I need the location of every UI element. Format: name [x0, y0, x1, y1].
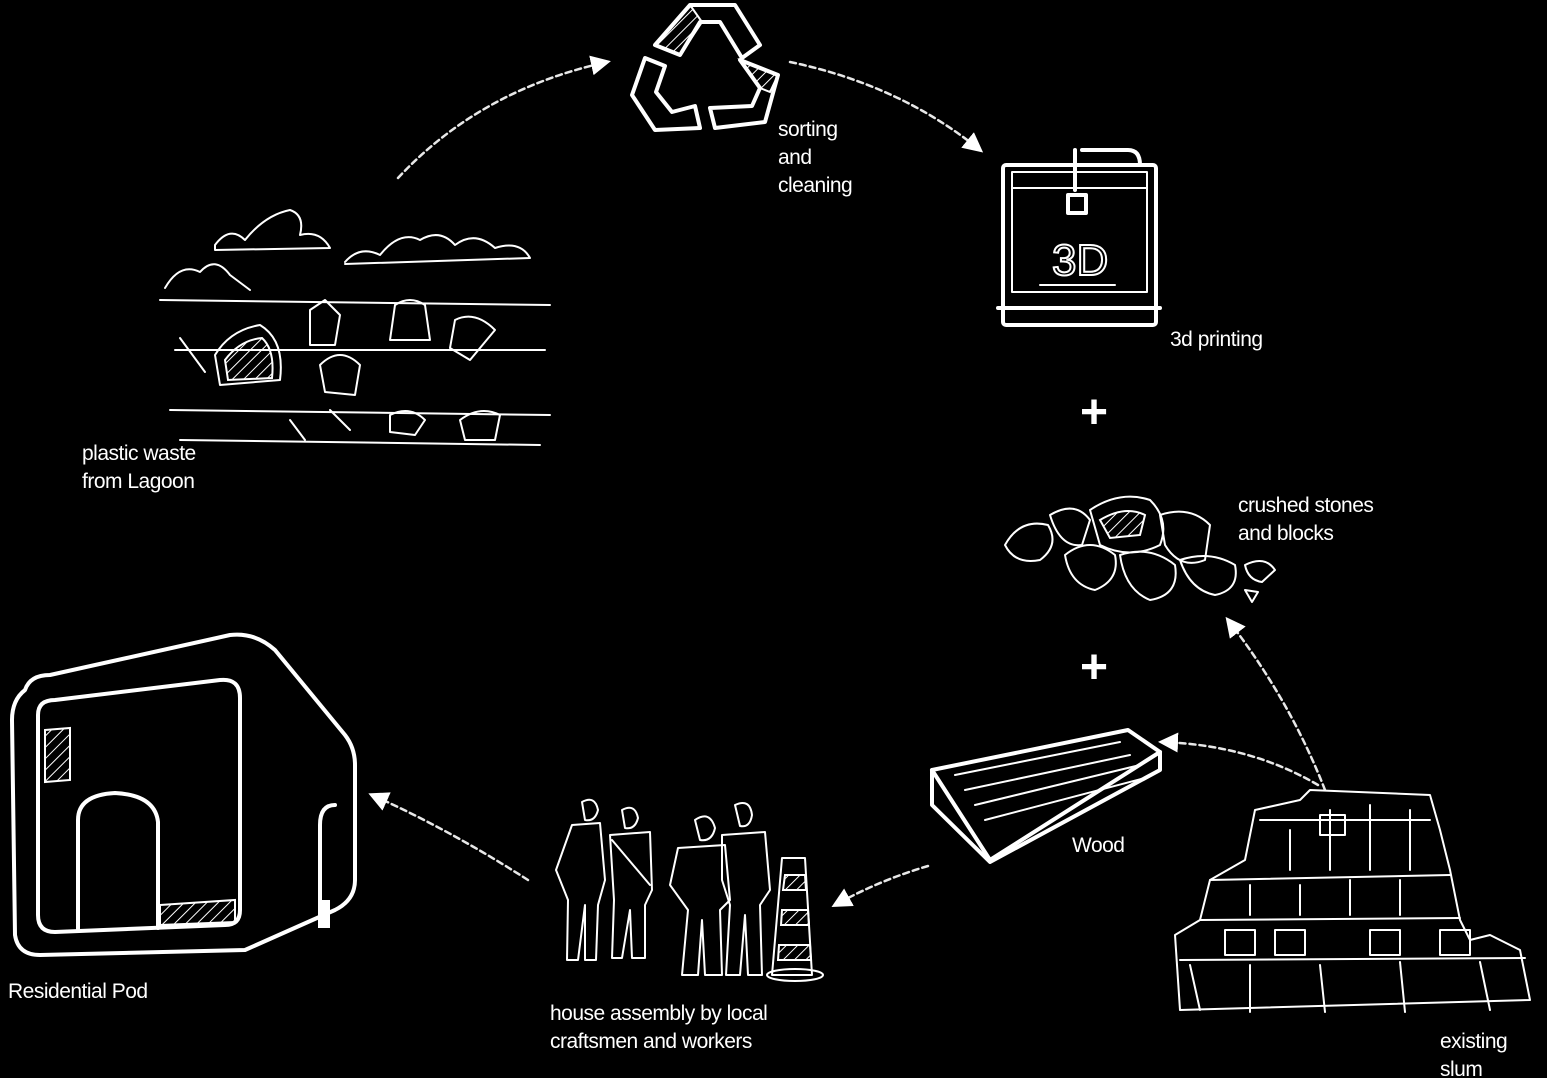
recycle-icon: [632, 5, 778, 130]
label-3d-printing: 3d printing: [1170, 326, 1263, 354]
label-existing-slum: existing slum: [1440, 1028, 1507, 1078]
wood-plank-illustration: [932, 730, 1160, 862]
label-residential-pod: Residential Pod: [8, 978, 148, 1006]
plastic-waste-illustration: [160, 210, 550, 445]
arrow-slum-to-wood: [1162, 742, 1318, 785]
residential-pod-illustration: [12, 635, 355, 955]
label-house-assembly: house assembly by local craftsmen and wo…: [550, 1000, 767, 1056]
label-wood: Wood: [1072, 832, 1124, 860]
crushed-stones-illustration: [1005, 497, 1275, 602]
label-crushed-stones: crushed stones and blocks: [1238, 492, 1373, 548]
plus-sign-1: +: [1080, 386, 1108, 439]
label-plastic-waste: plastic waste from Lagoon: [82, 440, 196, 496]
plus-sign-2: +: [1080, 641, 1108, 694]
label-sorting-cleaning: sorting and cleaning: [778, 116, 852, 200]
printer-3d-text: 3D: [1052, 236, 1108, 285]
arrow-plastic-to-recycle: [398, 62, 607, 178]
existing-slum-illustration: [1175, 790, 1530, 1012]
workers-illustration: [556, 800, 823, 981]
arrow-workers-to-pod: [372, 795, 528, 880]
3d-printer-icon: 3D: [998, 150, 1160, 325]
arrow-wood-to-workers: [835, 866, 928, 905]
